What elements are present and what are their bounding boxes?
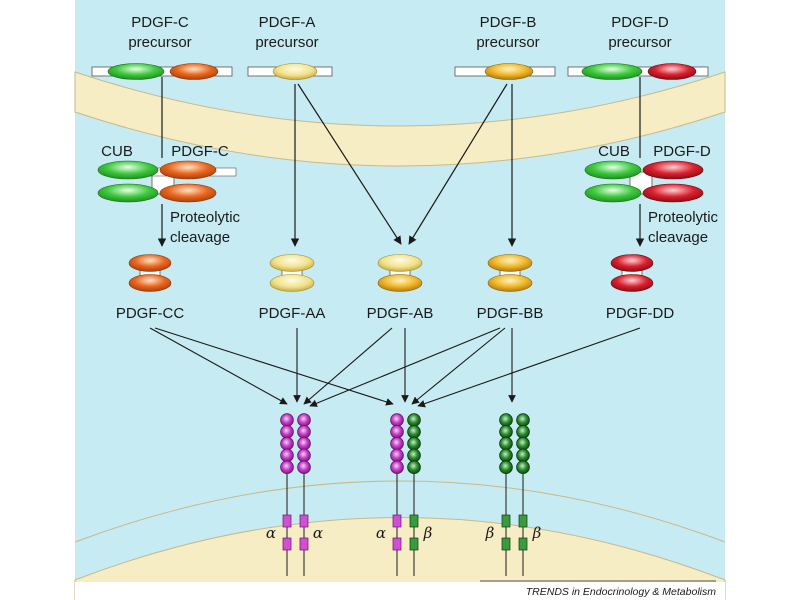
- receptor-bb-left-chain-kinase-domain-2: [501, 537, 511, 551]
- receptor-ab-beta-chain-ig-domain: [407, 448, 421, 463]
- extracellular-space: [75, 0, 725, 585]
- arrow-b-to-pdgf-ab: [408, 83, 508, 245]
- receptor-aa-right-chain-ig-domain: [297, 424, 311, 439]
- pdgf-a-precursor: [247, 63, 333, 80]
- pdgf-ab-dimer: [377, 254, 423, 292]
- receptor-ab-left-label: α: [376, 524, 386, 542]
- lower-membrane-edge: [74, 480, 726, 543]
- receptor-bb-left-chain-ig-domain: [499, 448, 513, 463]
- receptor-group: [280, 413, 530, 576]
- receptor-ab-beta-chain-kinase-domain-1: [409, 514, 419, 528]
- cleavage-label-right: cleavage: [648, 229, 708, 246]
- receptor-ab-alpha-chain-kinase-domain-2: [392, 537, 402, 551]
- receptor-aa-left-chain-ig-domain: [280, 460, 294, 475]
- proteolytic-label-left: Proteolytic: [170, 209, 241, 226]
- receptor-aa-right-label: α: [313, 524, 323, 542]
- receptor-bb-left-chain-ig-domain: [499, 413, 513, 427]
- pdgf-cc-dimer: [128, 254, 172, 292]
- cub-domain-label-right: CUB: [598, 143, 630, 160]
- pdgf-aa-dimer: [269, 254, 315, 292]
- receptor-bb-right-label: β: [532, 524, 542, 542]
- receptor-ab-alpha-chain-ig-domain: [390, 424, 404, 439]
- bottom-margin: [75, 582, 725, 600]
- pdgf-b-precursor-name: PDGF-B: [480, 14, 537, 31]
- receptor-bb-left-chain-ig-domain: [499, 460, 513, 475]
- receptor-ab-alpha-chain-ig-domain: [390, 448, 404, 463]
- pdgf-d-precursor-word: precursor: [608, 34, 671, 51]
- arrow-a-to-pdgf-ab: [297, 83, 402, 245]
- receptor-ab-alpha-chain-ig-domain: [390, 436, 404, 451]
- receptor-ab-alpha-chain-ig-domain: [390, 413, 404, 427]
- pdgf-aa-label: PDGF-AA: [259, 305, 326, 322]
- receptor-bb-right-chain-ig-domain: [516, 424, 530, 439]
- receptor-aa-right-chain-ig-domain: [297, 448, 311, 463]
- pdgf-ab-label: PDGF-AB: [367, 305, 434, 322]
- pdgf-c-domain-label: PDGF-C: [171, 143, 229, 160]
- lower-cell-membrane: [74, 517, 726, 600]
- arrow-bb-to-alpha-beta: [411, 327, 506, 405]
- receptor-aa-right-chain-kinase-domain-1: [299, 514, 309, 528]
- arrow-cc-to-alpha-alpha: [149, 327, 288, 405]
- pdgf-c-full-length-dimer: [97, 160, 237, 203]
- receptor-ab-beta-chain-ig-domain: [407, 460, 421, 475]
- upper-cell-membrane: [74, 71, 726, 167]
- receptor-bb-right-chain-kinase-domain-2: [518, 537, 528, 551]
- receptor-ab-alpha-chain-ig-domain: [390, 460, 404, 475]
- pdgf-a-precursor-word: precursor: [255, 34, 318, 51]
- receptor-ab-beta-chain-ig-domain: [407, 424, 421, 439]
- arrow-ab-to-alpha-alpha: [303, 327, 393, 405]
- receptor-bb-right-chain-ig-domain: [516, 460, 530, 475]
- receptor-aa-right-chain-kinase-domain-2: [299, 537, 309, 551]
- pdgf-b-precursor: [454, 63, 556, 80]
- arrow-bb-to-alpha-alpha: [309, 327, 501, 407]
- receptor-ab-right-label: β: [423, 524, 433, 542]
- receptor-aa-left-chain-ig-domain: [280, 413, 294, 427]
- receptor-ab-beta-chain-kinase-domain-2: [409, 537, 419, 551]
- receptor-aa-right-chain-ig-domain: [297, 460, 311, 475]
- pdgf-bb-label: PDGF-BB: [477, 305, 544, 322]
- pdgf-c-precursor: [91, 63, 233, 80]
- receptor-ab-beta-chain-ig-domain: [407, 436, 421, 451]
- pdgf-d-domain-label: PDGF-D: [653, 143, 711, 160]
- cleavage-label-left: cleavage: [170, 229, 230, 246]
- pdgf-b-precursor-word: precursor: [476, 34, 539, 51]
- pdgf-dd-dimer: [610, 254, 654, 292]
- pdgf-bb-dimer: [487, 254, 533, 292]
- pdgf-d-precursor: [567, 63, 709, 80]
- receptor-ab-alpha-chain-kinase-domain-1: [392, 514, 402, 528]
- pdgf-d-full-length-dimer: [584, 160, 704, 203]
- cub-domain-label-left: CUB: [101, 143, 133, 160]
- receptor-bb-left-chain-ig-domain: [499, 436, 513, 451]
- arrow-cc-to-alpha-beta: [154, 327, 394, 406]
- arrow-dd-to-alpha-beta: [417, 327, 641, 408]
- receptor-bb-right-chain-ig-domain: [516, 413, 530, 427]
- receptor-bb-right-chain-ig-domain: [516, 436, 530, 451]
- receptor-aa-left-chain-ig-domain: [280, 448, 294, 463]
- receptor-bb-left-chain-ig-domain: [499, 424, 513, 439]
- pdgf-c-precursor-name: PDGF-C: [131, 14, 189, 31]
- receptor-aa-left-chain-ig-domain: [280, 436, 294, 451]
- receptor-ab-beta-chain-ig-domain: [407, 413, 421, 427]
- pdgf-cc-label: PDGF-CC: [116, 305, 184, 322]
- receptor-aa-left-chain-kinase-domain-2: [282, 537, 292, 551]
- receptor-aa-left-chain-ig-domain: [280, 424, 294, 439]
- receptor-bb-left-chain-kinase-domain-1: [501, 514, 511, 528]
- journal-credit: TRENDS in Endocrinology & Metabolism: [526, 586, 716, 598]
- receptor-aa-left-chain-kinase-domain-1: [282, 514, 292, 528]
- receptor-aa-right-chain-ig-domain: [297, 436, 311, 451]
- receptor-aa-right-chain-ig-domain: [297, 413, 311, 427]
- receptor-bb-left-label: β: [485, 524, 495, 542]
- pdgf-dd-label: PDGF-DD: [606, 305, 674, 322]
- pdgf-a-precursor-name: PDGF-A: [259, 14, 316, 31]
- proteolytic-label-right: Proteolytic: [648, 209, 719, 226]
- pdgf-d-precursor-name: PDGF-D: [611, 14, 669, 31]
- receptor-bb-right-chain-ig-domain: [516, 448, 530, 463]
- receptor-bb-right-chain-kinase-domain-1: [518, 514, 528, 528]
- pdgf-c-precursor-word: precursor: [128, 34, 191, 51]
- receptor-aa-left-label: α: [266, 524, 276, 542]
